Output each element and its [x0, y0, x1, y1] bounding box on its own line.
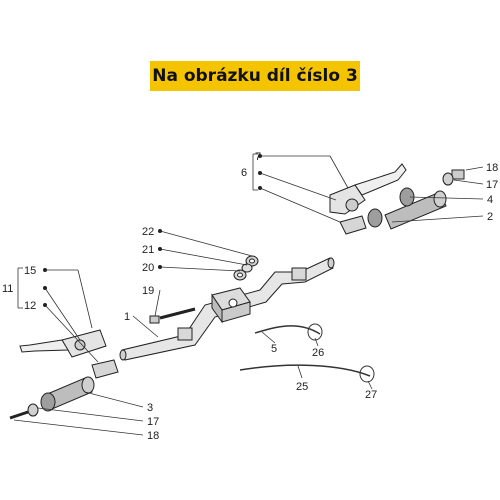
bar-end-lower [9, 403, 39, 420]
callout-20: 20 [142, 262, 154, 274]
callout-18-lower: 18 [147, 430, 159, 442]
callout-labels: 7 6 4 2 18 17 22 21 20 19 1 15 11 12 5 2… [2, 151, 498, 442]
callout-15: 15 [24, 265, 36, 277]
callout-1: 1 [124, 311, 130, 323]
leader-dots [43, 154, 262, 307]
callout-11: 11 [2, 283, 13, 295]
callout-2: 2 [487, 211, 493, 223]
callout-5: 5 [271, 343, 277, 355]
callout-4: 4 [487, 194, 493, 206]
banner-title: Na obrázku díl číslo 3 [152, 66, 358, 86]
handlebar-clamp [211, 287, 251, 324]
callout-18-upper: 18 [486, 162, 498, 174]
callout-27: 27 [365, 389, 377, 401]
callout-17-upper: 17 [486, 179, 498, 191]
callout-22: 22 [142, 226, 154, 238]
clamp-bolt [149, 307, 196, 324]
nut-washer-stack [233, 255, 259, 281]
callout-12: 12 [24, 300, 36, 312]
callout-6: 6 [241, 167, 247, 179]
bar-end-upper [442, 169, 465, 186]
callout-7: 7 [255, 151, 261, 163]
callout-25: 25 [296, 381, 308, 393]
right-grip [367, 190, 447, 230]
part-banner: Na obrázku díl číslo 3 [150, 61, 360, 91]
callout-26: 26 [312, 347, 324, 359]
cable-lower [239, 364, 375, 383]
callout-17-lower: 17 [147, 416, 159, 428]
callout-19: 19 [142, 285, 154, 297]
callout-3: 3 [147, 402, 153, 414]
callout-21: 21 [142, 244, 154, 256]
left-grip [40, 376, 95, 412]
cable-upper [254, 323, 323, 341]
leader-lines [13, 153, 484, 436]
right-brake-lever [329, 163, 407, 235]
left-brake-lever [19, 329, 119, 379]
